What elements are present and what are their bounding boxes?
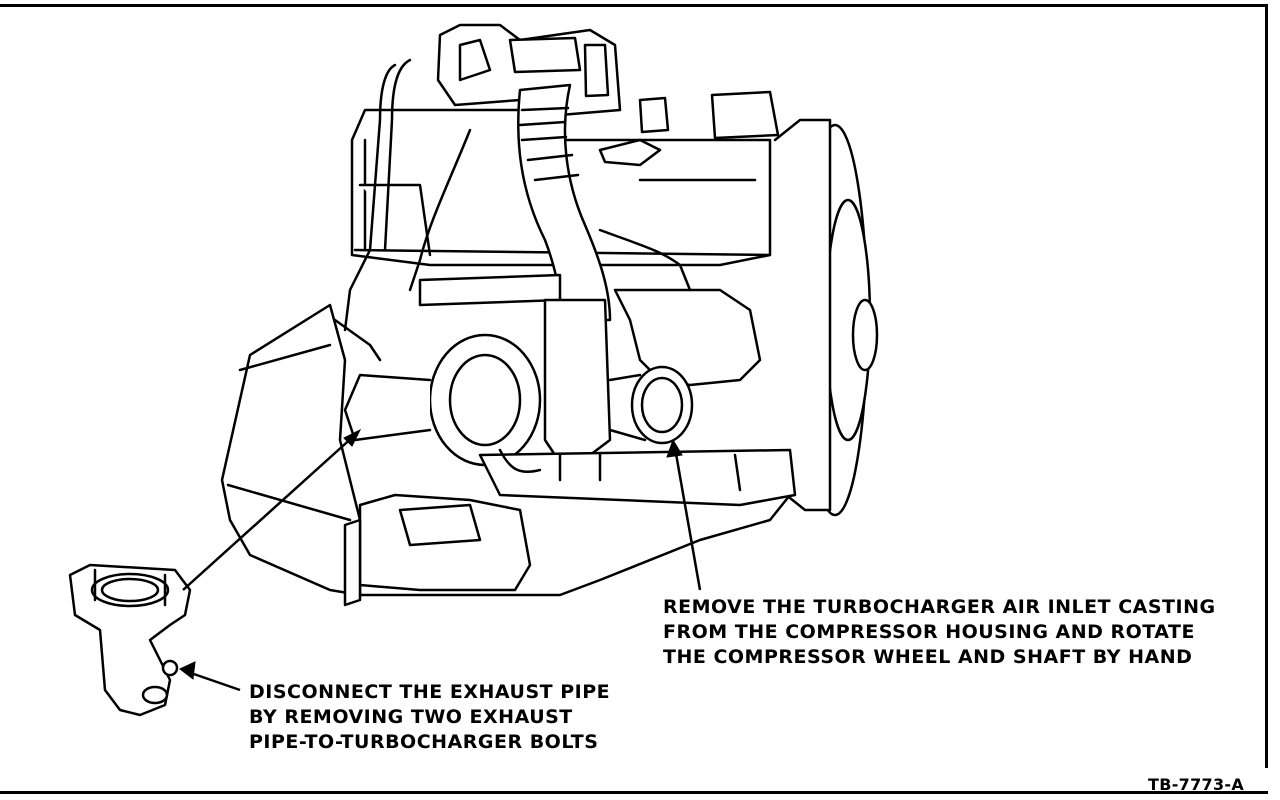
oil-lines	[333, 58, 692, 474]
block-lower-edge	[478, 448, 797, 507]
exhaust-pipe-elbow	[68, 563, 192, 717]
compressor-housing	[543, 298, 694, 457]
right-border	[1265, 4, 1268, 768]
exhaust-pipe-callout-line: DISCONNECT THE EXHAUST PIPE	[249, 681, 611, 703]
exhaust-leader-line	[182, 434, 356, 591]
top-border	[0, 4, 1268, 7]
bolt-arrowhead	[179, 661, 196, 680]
air-inlet-callout: REMOVE THE TURBOCHARGER AIR INLET CASTIN…	[663, 595, 1216, 670]
figure-id: TB-7773-A	[1148, 775, 1245, 794]
air-inlet-callout-line: REMOVE THE TURBOCHARGER AIR INLET CASTIN…	[663, 596, 1216, 618]
turbocharger-turbine-housing	[343, 333, 542, 467]
exhaust-arrowhead	[343, 428, 362, 447]
exhaust-pipe-callout-line: PIPE-TO-TURBOCHARGER BOLTS	[249, 731, 599, 753]
exhaust-pipe-callout: DISCONNECT THE EXHAUST PIPE BY REMOVING …	[249, 680, 610, 755]
leader-lines	[182, 434, 702, 692]
intake-hose	[517, 83, 612, 322]
exhaust-pipe-callout-line: BY REMOVING TWO EXHAUST	[249, 706, 573, 728]
air-inlet-arrowhead	[666, 438, 683, 458]
starter-motor	[343, 493, 532, 607]
air-inlet-callout-line: THE COMPRESSOR WHEEL AND SHAFT BY HAND	[663, 646, 1193, 668]
bolt-arrow-line	[187, 670, 241, 692]
bottom-border	[0, 791, 1268, 794]
air-inlet-leader-line	[673, 447, 702, 591]
exhaust-manifold	[418, 273, 762, 387]
arrowheads	[179, 428, 683, 680]
air-inlet-callout-line: FROM THE COMPRESSOR HOUSING AND ROTATE	[663, 621, 1195, 643]
crankshaft-pulleys	[773, 118, 879, 517]
intake-plenum	[436, 23, 780, 140]
